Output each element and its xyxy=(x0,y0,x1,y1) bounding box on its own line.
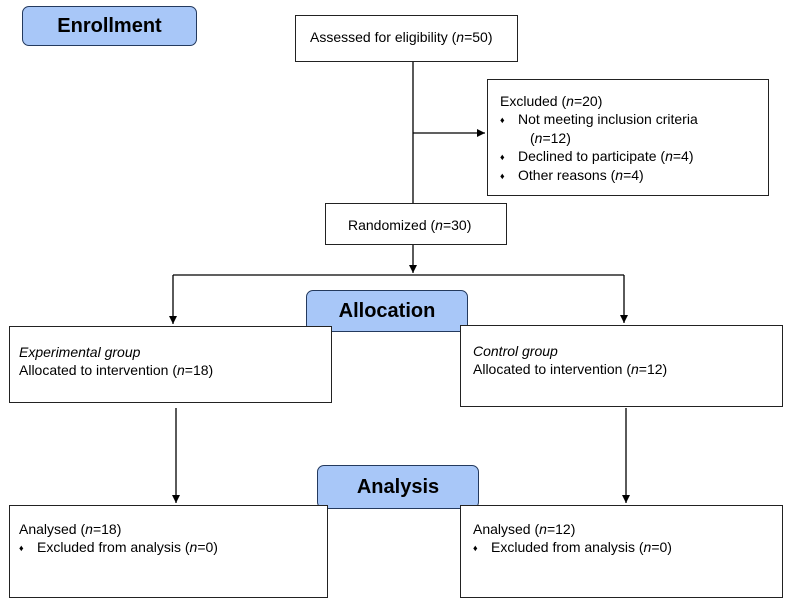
excluded-item-count: =12) xyxy=(542,130,571,146)
experimental-group-box: Experimental group Allocated to interven… xyxy=(9,326,332,403)
assessed-text: Assessed for eligibility (n=50) xyxy=(310,29,493,45)
bullet-icon: ♦ xyxy=(500,171,505,181)
control-count: =12) xyxy=(638,361,668,377)
excluded-item: ♦ Not meeting inclusion criteria xyxy=(500,110,768,129)
excluded-item-continuation: (n=12) xyxy=(500,129,768,147)
analysed-experimental-title: Analysed (n=18) xyxy=(19,520,327,538)
analysed-label: Analysed ( xyxy=(19,521,86,537)
bullet-icon: ♦ xyxy=(19,543,24,553)
analysed-control-item: ♦ Excluded from analysis (n=0) xyxy=(473,538,782,557)
control-allocation: Allocated to intervention (n=12) xyxy=(473,360,782,378)
excluded-item: ♦ Other reasons (n=4) xyxy=(500,166,768,185)
excluded-item-count: =4) xyxy=(672,148,694,164)
control-group-box: Control group Allocated to intervention … xyxy=(460,325,783,407)
experimental-allocation: Allocated to intervention (n=18) xyxy=(19,361,331,379)
excluded-item-label: Other reasons ( xyxy=(518,167,616,183)
assessed-label: Assessed for eligibility xyxy=(310,29,448,45)
excluded-analysis-n-symbol: n xyxy=(189,539,198,555)
analysed-n-symbol: n xyxy=(539,521,547,537)
analysed-control-box: Analysed (n=12) ♦Excluded from analysis … xyxy=(460,505,783,598)
excluded-count: =20) xyxy=(573,93,603,109)
excluded-analysis-count: =0) xyxy=(651,539,672,555)
experimental-n-symbol: n xyxy=(176,362,185,378)
randomized-box: Randomized (n=30) xyxy=(325,203,507,245)
randomized-count: =30) xyxy=(442,217,472,233)
randomized-text: Randomized (n=30) xyxy=(348,217,471,233)
bullet-icon: ♦ xyxy=(473,543,478,553)
analysed-experimental-box: Analysed (n=18) ♦Excluded from analysis … xyxy=(9,505,328,598)
analysed-label: Analysed ( xyxy=(473,521,540,537)
analysed-count: =12) xyxy=(546,521,576,537)
excluded-title: Excluded (n=20) xyxy=(500,92,768,110)
randomized-label: Randomized ( xyxy=(348,217,436,233)
experimental-allocation-label: Allocated to intervention ( xyxy=(19,362,177,378)
control-group-title: Control group xyxy=(473,343,558,359)
excluded-item-count: =4) xyxy=(623,167,644,183)
excluded-n-symbol: n xyxy=(566,93,574,109)
excluded-item-cont-pre: ( xyxy=(530,130,535,146)
excluded-item: ♦ Declined to participate (n=4) xyxy=(500,147,768,166)
bullet-icon: ♦ xyxy=(500,152,505,162)
analysed-count: =18) xyxy=(92,521,122,537)
assessed-count: =50) xyxy=(464,29,493,45)
excluded-item-n-symbol: n xyxy=(615,167,624,183)
analysed-control-title: Analysed (n=12) xyxy=(473,520,782,538)
analysed-experimental-item: ♦ Excluded from analysis (n=0) xyxy=(19,538,327,557)
excluded-item-label: Declined to participate ( xyxy=(518,148,666,164)
assessed-n-symbol: n xyxy=(456,29,465,45)
excluded-item-label: Not meeting inclusion criteria xyxy=(518,111,698,127)
allocation-stage-label: Allocation xyxy=(306,290,468,332)
enrollment-stage-label: Enrollment xyxy=(22,6,197,46)
analysed-n-symbol: n xyxy=(85,521,93,537)
excluded-box: Excluded (n=20) ♦Not meeting inclusion c… xyxy=(487,79,769,196)
analysis-stage-label: Analysis xyxy=(317,465,479,509)
excluded-item-n-symbol: n xyxy=(534,130,543,146)
excluded-title-label: Excluded ( xyxy=(500,93,567,109)
control-allocation-label: Allocated to intervention ( xyxy=(473,361,631,377)
bullet-icon: ♦ xyxy=(500,115,505,125)
excluded-analysis-count: =0) xyxy=(197,539,218,555)
assessed-box: Assessed for eligibility (n=50) xyxy=(295,15,518,62)
excluded-analysis-n-symbol: n xyxy=(643,539,652,555)
excluded-item-n-symbol: n xyxy=(665,148,673,164)
control-n-symbol: n xyxy=(630,361,639,377)
experimental-group-title: Experimental group xyxy=(19,344,141,360)
randomized-n-symbol: n xyxy=(435,217,443,233)
excluded-analysis-label: Excluded from analysis ( xyxy=(491,539,644,555)
experimental-count: =18) xyxy=(184,362,214,378)
excluded-analysis-label: Excluded from analysis ( xyxy=(37,539,190,555)
